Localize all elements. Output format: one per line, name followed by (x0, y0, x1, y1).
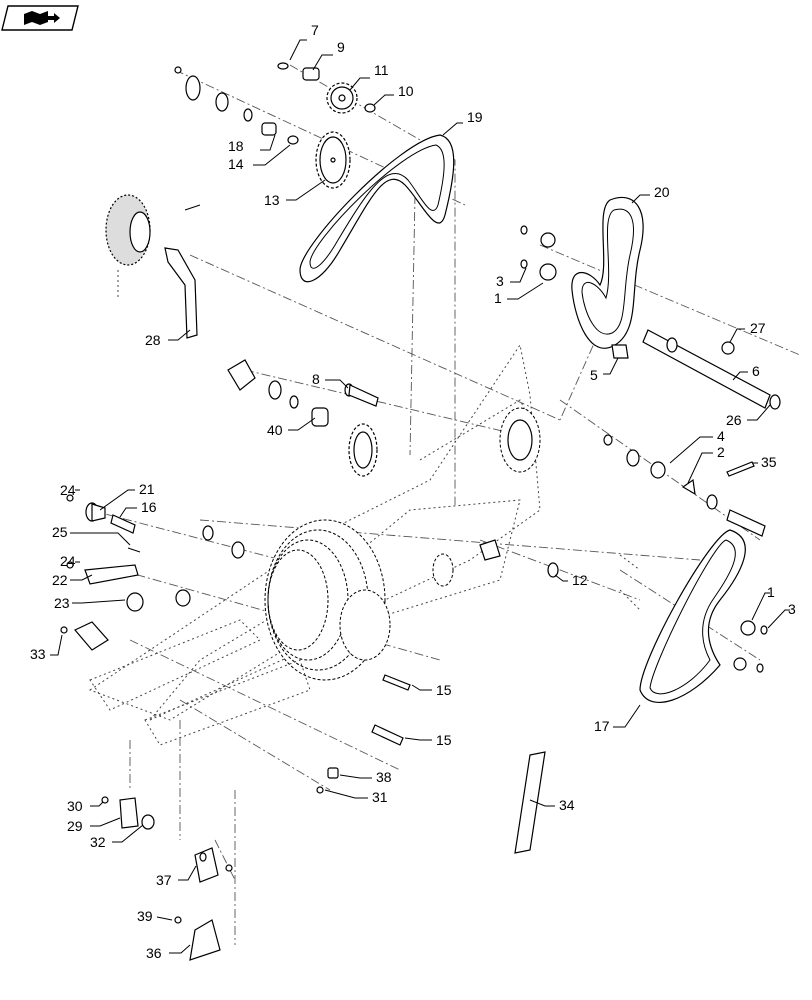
idler-parts-left (60, 494, 245, 651)
callout-36: 36 (146, 945, 162, 961)
callout-5: 5 (590, 367, 598, 383)
callout-38: 38 (376, 769, 392, 785)
callout-29: 29 (67, 818, 83, 834)
belt-19 (299, 134, 455, 283)
bracket-28 (164, 247, 198, 339)
bolts-15 (371, 674, 411, 746)
bolt-8 (344, 383, 379, 407)
callout-23: 23 (54, 595, 70, 611)
callout-32: 32 (90, 834, 106, 850)
bracket-37 (194, 847, 233, 883)
chain-right (619, 554, 768, 673)
callout-26: 26 (726, 412, 742, 428)
callout-7: 7 (311, 22, 319, 38)
callout-9: 9 (337, 39, 345, 55)
callout-13: 13 (264, 192, 280, 208)
callout-leader-lines (50, 39, 790, 954)
callout-8: 8 (312, 371, 320, 387)
callout-37: 37 (156, 872, 172, 888)
shaft-6 (611, 329, 781, 410)
callout-15-upper: 15 (436, 682, 452, 698)
sprocket-11 (326, 82, 358, 114)
bearing-stack-40 (227, 359, 329, 427)
callout-4: 4 (717, 428, 725, 444)
callout-10: 10 (398, 83, 414, 99)
assembly-center-lines (89, 64, 801, 945)
arm-plates (89, 619, 311, 746)
bracket-36 (174, 916, 221, 961)
callout-31: 31 (372, 789, 388, 805)
callout-27: 27 (750, 320, 766, 336)
callout-2: 2 (717, 444, 725, 460)
small-sprockets-upper (520, 225, 557, 281)
upper-shaft-parts (174, 62, 376, 145)
callout-34: 34 (559, 797, 575, 813)
drive-wheel (264, 519, 391, 681)
callout-19: 19 (467, 109, 483, 125)
callout-14: 14 (228, 156, 244, 172)
drive-sprocket (432, 407, 541, 587)
callout-1-lower: 1 (767, 584, 775, 600)
callout-22: 22 (52, 572, 68, 588)
callout-39: 39 (137, 908, 153, 924)
callout-28: 28 (145, 332, 161, 348)
callout-12: 12 (572, 572, 588, 588)
callout-30: 30 (67, 798, 83, 814)
sprocket-40 (348, 423, 378, 477)
callout-21: 21 (139, 481, 155, 497)
belt-17 (639, 529, 746, 703)
cluster-gear (105, 194, 201, 300)
callout-16: 16 (141, 499, 157, 515)
callout-18: 18 (228, 138, 244, 154)
sprocket-13 (315, 131, 351, 189)
callout-25: 25 (52, 524, 68, 540)
callout-1-upper: 1 (494, 290, 502, 306)
callout-3-upper: 3 (496, 273, 504, 289)
callout-11: 11 (374, 62, 389, 78)
book-arrow-icon[interactable] (1, 5, 79, 31)
callout-35: 35 (761, 454, 777, 470)
callout-6: 6 (752, 363, 760, 379)
callout-33: 33 (30, 646, 46, 662)
callout-3-lower: 3 (788, 601, 796, 617)
belt-20 (571, 196, 644, 349)
callout-15-lower: 15 (436, 732, 452, 748)
callout-40: 40 (267, 422, 283, 438)
callout-20: 20 (654, 184, 670, 200)
callout-labels: 7 9 11 10 19 18 14 13 20 3 1 28 27 5 6 8… (30, 22, 796, 961)
callout-17: 17 (594, 718, 610, 734)
decal-34 (514, 751, 546, 854)
lower-left-parts (101, 767, 339, 830)
right-tensioner-parts (479, 434, 766, 578)
callout-24-upper: 24 (60, 482, 76, 498)
callout-24-lower: 24 (60, 553, 76, 569)
